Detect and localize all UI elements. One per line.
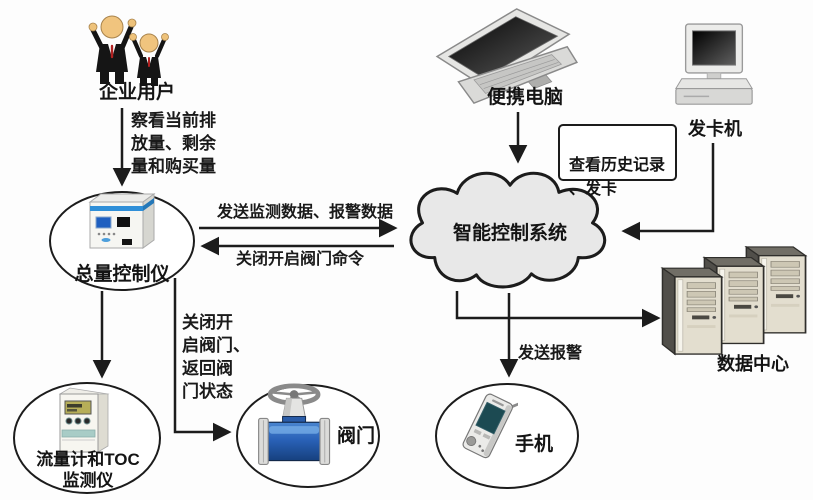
laptop-note-text: 查看历史记录 、发卡 xyxy=(569,157,666,198)
laptop-note-box: 查看历史记录 、发卡 xyxy=(558,124,677,198)
valve-icon xyxy=(258,383,331,465)
label-total-controller: 总量控制仪 xyxy=(74,264,170,285)
label-cloud-to-controller: 关闭开启阀门命令 xyxy=(235,251,364,268)
label-card-machine: 发卡机 xyxy=(688,119,742,139)
desktop-computer-icon xyxy=(675,23,753,105)
label-cloud-to-phone: 发送报警 xyxy=(518,345,583,362)
business-users-icon xyxy=(88,15,169,86)
cloud-shape xyxy=(409,171,606,289)
laptop-icon xyxy=(435,8,579,105)
label-user-to-controller: 察看当前排 放量、剩余 量和购买量 xyxy=(131,111,216,176)
label-flow-meter: 流量计和TOC 监测仪 xyxy=(36,450,140,490)
server-towers-icon xyxy=(661,246,807,355)
controller-device-icon xyxy=(88,193,156,249)
mobile-phone-icon xyxy=(462,393,518,459)
label-controller-to-valve: 关闭开 启阀门、 返回阀 门状态 xyxy=(182,313,250,401)
label-control-system: 智能控制系统 xyxy=(452,223,567,244)
label-enterprise-user: 企业用户 xyxy=(98,82,175,103)
label-valve: 阀门 xyxy=(336,426,375,447)
label-controller-to-cloud: 发送监测数据、报警数据 xyxy=(216,204,393,221)
label-phone: 手机 xyxy=(514,434,553,455)
label-data-center: 数据中心 xyxy=(717,354,789,374)
ellipse-phone xyxy=(435,383,579,489)
label-laptop: 便携电脑 xyxy=(486,87,563,108)
flow-meter-device-icon xyxy=(58,387,110,453)
